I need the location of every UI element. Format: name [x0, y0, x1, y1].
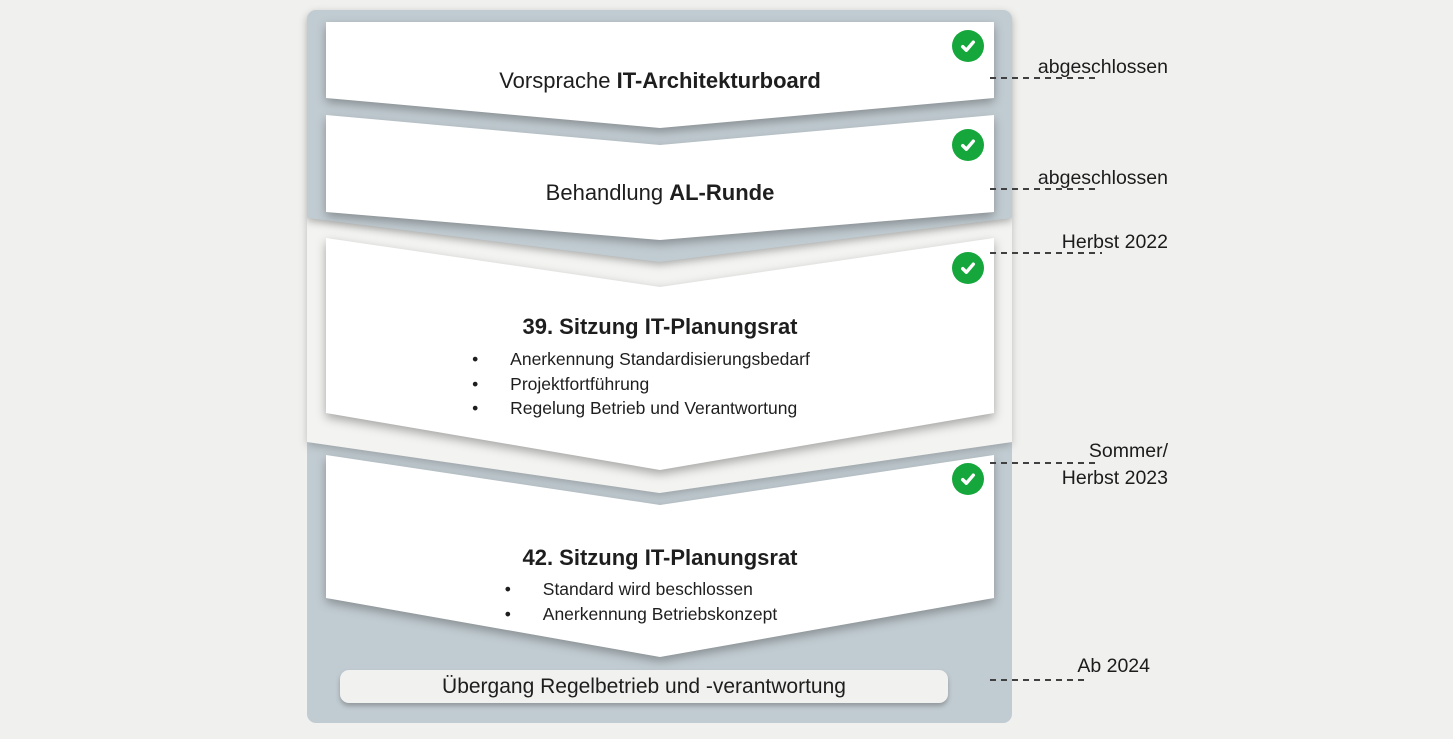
step-2-title-prefix: Behandlung [545, 180, 670, 205]
dashed-connector [990, 462, 1098, 464]
step-1-title-prefix: Vorsprache [499, 68, 617, 93]
step-2-title-emphasis: AL-Runde [669, 180, 775, 205]
annotation-step-4-line1: Sommer/ [1088, 440, 1168, 462]
step-banner-3-shape: 39. Sitzung IT-Planungsrat Anerkennung S… [326, 238, 994, 470]
check-mark [961, 473, 975, 485]
dashed-connector [990, 188, 1100, 190]
check-mark [961, 262, 975, 274]
step-3-bullets-holder: Anerkennung Standardisierungsbedarf Proj… [326, 347, 994, 421]
bullet-item: Standard wird beschlossen [505, 577, 777, 602]
annotation-step-4: Sommer/ Herbst 2023 [900, 438, 1168, 492]
dashed-connector [990, 679, 1087, 681]
annotation-step-3: Herbst 2022 [1061, 231, 1168, 253]
bullet-item: Regelung Betrieb und Verantwortung [472, 396, 810, 421]
annotation-footer: Ab 2024 [1077, 655, 1150, 677]
check-circle-icon [952, 252, 984, 284]
check-mark [961, 40, 975, 52]
annotation-step-1: abgeschlossen [1037, 56, 1168, 78]
step-1-title-emphasis: IT-Architekturboard [616, 68, 821, 93]
check-mark [961, 139, 975, 151]
step-banner-1: Vorsprache IT-Architekturboard [326, 22, 994, 128]
step-4-bullets-holder: Standard wird beschlossen Anerkennung Be… [326, 577, 994, 627]
check-circle-icon [952, 463, 984, 495]
step-1-title: Vorsprache IT-Architekturboard [326, 68, 994, 94]
step-3-title: 39. Sitzung IT-Planungsrat [522, 314, 798, 339]
bullet-item: Anerkennung Standardisierungsbedarf [472, 347, 810, 372]
dashed-connector [990, 252, 1102, 254]
annotation-step-4-line2: Herbst 2023 [1061, 467, 1168, 489]
step-banner-4-shape: 42. Sitzung IT-Planungsrat Standard wird… [326, 455, 994, 657]
dashed-connector [990, 77, 1100, 79]
bullet-item: Projektfortführung [472, 372, 810, 397]
step-4-bullet-list: Standard wird beschlossen Anerkennung Be… [505, 577, 778, 627]
step-2-title: Behandlung AL-Runde [326, 180, 994, 206]
footer-pill: Übergang Regelbetrieb und -verantwortung [340, 670, 948, 703]
check-circle-icon [952, 30, 984, 62]
check-circle-icon [952, 129, 984, 161]
step-banner-3: 39. Sitzung IT-Planungsrat Anerkennung S… [326, 238, 994, 470]
step-banner-2: Behandlung AL-Runde [326, 115, 994, 240]
step-banner-1-shape: Vorsprache IT-Architekturboard [326, 22, 994, 128]
step-banner-4: 42. Sitzung IT-Planungsrat Standard wird… [326, 455, 994, 657]
step-3-bullet-list: Anerkennung Standardisierungsbedarf Proj… [472, 347, 810, 421]
annotation-step-2: abgeschlossen [1037, 167, 1168, 189]
step-banner-2-shape: Behandlung AL-Runde [326, 115, 994, 240]
bullet-item: Anerkennung Betriebskonzept [505, 602, 778, 627]
step-4-title: 42. Sitzung IT-Planungsrat [522, 545, 798, 570]
diagram-figure: Vorsprache IT-Architekturboard Behandlun… [307, 10, 1012, 723]
